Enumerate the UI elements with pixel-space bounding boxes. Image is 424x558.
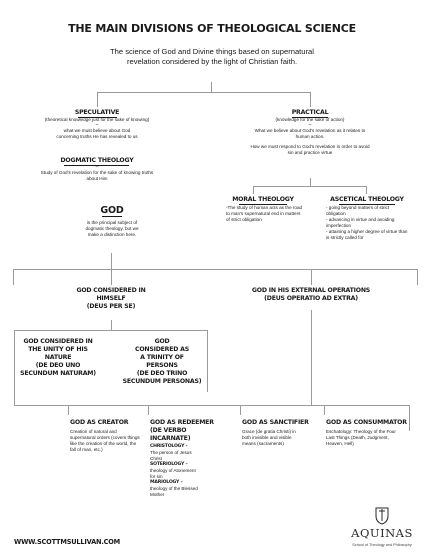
ascetical-heading: ASCETICAL THEOLOGY [330,196,404,203]
practical-heading: PRACTICAL [291,109,329,116]
practical-separator: – [308,122,312,128]
line-bottom-left [14,392,15,405]
ascetical-item-2: - advancing in virtue and avoiding imper… [326,217,395,228]
speculative-node: SPECULATIVE (theoretical knowledge just … [12,109,182,140]
ascetical-underline [339,204,395,205]
line-to-moral [253,186,254,194]
logo-wordmark: AQUINAS [351,526,413,540]
line-to-in-himself [111,269,112,285]
unity-heading: GOD CONSIDERED IN THE UNITY OF HIS NATUR… [23,338,93,361]
line-to-consummator [324,405,325,415]
practical-node: PRACTICAL (knowledge for the sake of act… [245,109,375,156]
speculative-note: (theoretical knowledge just for the sake… [44,117,150,122]
consummator-node: GOD AS CONSUMMATOR Eschatology: Theology… [326,419,408,447]
line-in-himself-down [111,320,112,330]
sanctifier-node: GOD AS SANCTIFIER Grace (de gratia Chris… [242,419,318,447]
practical-desc2: How we must respond to God's revelation … [250,144,370,155]
soteriology-label: SOTERIOLOGY – [150,462,188,467]
page-title: THE MAIN DIVISIONS OF THEOLOGICAL SCIENC… [68,22,356,35]
christology-desc: The person of Jesus Christ [150,450,192,461]
speculative-underline [78,117,117,118]
line-external-down [311,310,312,405]
line-right-edge [417,269,418,285]
mariology-desc: theology of the Blessed Mother [150,486,198,497]
logo-tagline: School of Theology and Philosophy [352,543,412,547]
creator-node: GOD AS CREATOR Creation of natural and s… [70,419,140,453]
line-top-branch [97,92,311,93]
line-unity-left [14,330,15,392]
line-to-practical [310,92,311,107]
redeemer-node: GOD AS REDEEMER (DE VERBO INCARNATE) CHR… [150,419,228,498]
page-subtitle: The science of God and Divine things bas… [110,47,314,66]
creator-heading: GOD AS CREATOR [70,419,129,426]
in-himself-heading: GOD CONSIDERED IN HIMSELF [76,287,146,302]
line-to-creator [68,405,69,415]
in-himself-latin: (DEUS PER SE) [86,303,136,310]
god-heading: GOD [100,205,124,216]
consummator-heading: GOD AS CONSUMMATOR [326,419,407,426]
in-himself-node: GOD CONSIDERED IN HIMSELF (DEUS PER SE) [76,287,146,311]
ascetical-node: ASCETICAL THEOLOGY - going beyond matter… [326,196,408,241]
moral-node: MORAL THEOLOGY -The study of human acts … [222,196,304,223]
god-underline [102,216,122,217]
speculative-heading: SPECULATIVE [74,109,120,116]
line-to-external [311,269,312,285]
dogmatic-heading: DOGMATIC THEOLOGY [60,157,134,164]
speculative-separator: – [95,122,99,128]
external-node: GOD IN HIS EXTERNAL OPERATIONS (DEUS OPE… [250,287,372,303]
dogmatic-underline [64,165,129,166]
christology-label: CHRISTOLOGY - [150,444,188,449]
line-god-branch [13,269,418,270]
dogmatic-node: DOGMATIC THEOLOGY – Study of God's revel… [37,157,157,182]
practical-desc: What we believe about God's revelation a… [254,128,366,139]
line-in-himself-branch [14,330,208,331]
line-practical-down [310,178,311,186]
line-left-edge [13,269,14,285]
line-bottom-branch [14,405,410,406]
ascetical-item-1: - going beyond matters of strict obligat… [326,205,390,216]
line-title-down [211,82,212,92]
god-desc: is the principal subject of dogmatic the… [85,220,139,237]
redeemer-heading: GOD AS REDEEMER [150,419,214,426]
trinity-node: GOD CONSIDERED AS A TRINITY OF PERSONS (… [120,338,204,386]
trinity-heading: GOD CONSIDERED AS A TRINITY OF PERSONS [134,338,190,369]
line-to-speculative [97,92,98,107]
moral-underline [239,204,287,205]
soteriology-desc: theology of Atonement for sin [150,468,196,479]
footer-url[interactable]: WWW.SCOTTMSULLIVAN.COM [14,538,121,546]
trinity-latin: (DE DEO TRINO SECUNDUM PERSONAS) [122,370,202,385]
practical-note: (knowledge for the sake of action) [275,117,345,122]
dogmatic-desc: Study of God's revelation for the sake o… [40,170,154,181]
line-bottom-right [409,405,410,431]
aquinas-logo: AQUINAS School of Theology and Philosoph… [345,506,419,554]
external-heading: GOD IN HIS EXTERNAL OPERATIONS [251,287,371,294]
redeemer-latin: (DE VERBO INCARNATE) [150,427,191,442]
line-trinity-right [207,330,208,392]
unity-latin: (DE DEO UNO SECUNDUM NATURAM) [20,362,96,377]
mariology-label: MARIOLOGY – [150,480,183,485]
line-to-redeemer [148,405,149,415]
speculative-desc: what we must believe about God concernin… [56,128,138,139]
moral-heading: MORAL THEOLOGY [232,196,294,203]
creator-desc: Creation of natural and supernatural ord… [70,429,140,452]
moral-desc: -The study of human acts as the road to … [226,205,303,222]
line-god-down [111,253,112,269]
shield-icon [375,507,389,525]
dogmatic-separator: – [95,164,99,170]
sanctifier-desc: Grace (de gratia Christi) in both invisi… [242,429,296,446]
god-node: GOD is the principal subject of dogmatic… [72,205,152,238]
line-to-ascetical [366,186,367,194]
external-latin: (DEUS OPERATIO AD EXTRA) [264,295,358,302]
line-to-sanctifier [240,405,241,415]
sanctifier-heading: GOD AS SANCTIFIER [242,419,309,426]
unity-node: GOD CONSIDERED IN THE UNITY OF HIS NATUR… [17,338,99,378]
ascetical-item-3: - attaining a higher degree of virtue th… [326,229,408,240]
line-practical-branch [253,186,366,187]
consummator-desc: Eschatology: Theology of the Four Last T… [326,429,396,446]
practical-underline [292,117,328,118]
